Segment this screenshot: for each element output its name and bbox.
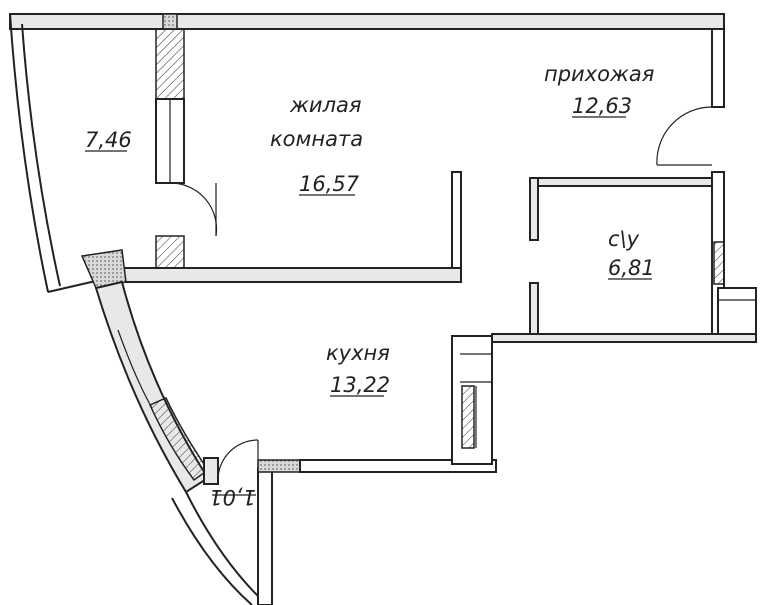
hallway-area: 12,63 (572, 94, 632, 118)
bathroom-left-wall-upper (529, 177, 539, 241)
loggia-glazing (9, 13, 101, 293)
top-wall-column (162, 13, 178, 30)
entrance-door (656, 106, 713, 166)
bathroom-bottom-wall (491, 333, 757, 343)
bathroom-name: с\у (608, 227, 640, 251)
living-room-area: 16,57 (299, 172, 360, 196)
kitchen-bottom-wall (299, 459, 497, 473)
bathroom-left-wall-lower (529, 282, 539, 341)
ventilation-box (717, 287, 757, 339)
bathroom-area: 6,81 (608, 256, 655, 280)
kitchen-name: кухня (326, 341, 390, 365)
loggia-partition-upper (155, 28, 185, 100)
kitchen-area: 13,22 (330, 373, 390, 397)
kitchen-curved-wall (80, 249, 210, 494)
loggia-area: 7,46 (85, 128, 132, 152)
living-hall-partition (451, 171, 462, 277)
living-room-name-2: комната (270, 127, 363, 151)
bathroom-top-wall (529, 177, 713, 187)
hallway-name: прихожая (544, 62, 654, 86)
right-wall-shaft (713, 241, 725, 285)
living-room-name-1: жилая (289, 93, 362, 117)
top-exterior-wall (9, 13, 725, 30)
balcony (171, 459, 301, 605)
living-kitchen-wall (112, 267, 462, 283)
balcony-door (203, 439, 259, 485)
balcony-area: 1,01 (209, 485, 256, 509)
right-upper-wall (711, 28, 725, 108)
loggia-partition-lower (155, 235, 185, 271)
loggia-door (169, 182, 218, 237)
kitchen-shaft (461, 385, 475, 449)
